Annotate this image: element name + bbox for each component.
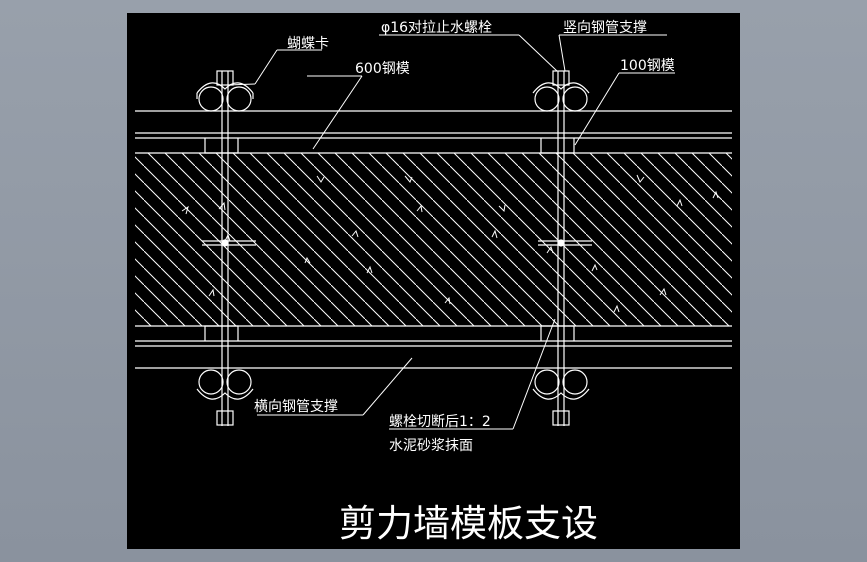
tie-bolt-label: φ16对拉止水螺栓 [381, 20, 492, 36]
butterfly-clip-label: 蝴蝶卡 [287, 36, 329, 52]
concrete-wall [135, 152, 732, 327]
bolt-note-line1: 螺栓切断后1：2 [389, 414, 491, 430]
drawing-title: 剪力墙模板支设 [339, 502, 598, 545]
leader-lines [226, 34, 675, 430]
bolt-note-line2: 水泥砂浆抹面 [389, 438, 473, 454]
aggregate-marks [181, 174, 719, 313]
drawing-svg: 蝴蝶卡 φ16对拉止水螺栓 竖向钢管支撑 600钢模 100钢模 横向钢管支撑 … [135, 20, 732, 545]
horizontal-pipe-label: 横向钢管支撑 [254, 399, 338, 415]
formwork-100-label: 100钢模 [620, 58, 675, 74]
vertical-pipe-label: 竖向钢管支撑 [563, 20, 647, 36]
drawing-canvas[interactable]: 蝴蝶卡 φ16对拉止水螺栓 竖向钢管支撑 600钢模 100钢模 横向钢管支撑 … [127, 13, 740, 549]
formwork-lines [135, 110, 732, 369]
right-bolt-assembly [532, 70, 592, 426]
left-bolt-assembly [196, 70, 256, 426]
formwork-600-label: 600钢模 [355, 61, 410, 77]
